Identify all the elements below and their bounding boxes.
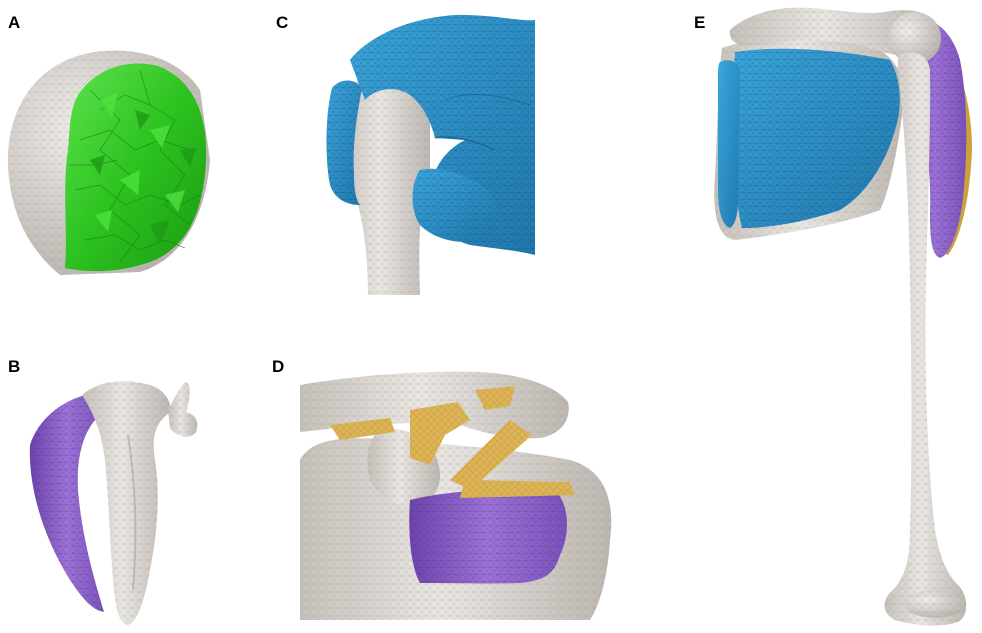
panel-c: C: [270, 0, 540, 300]
humeral-head-cartilage-figure: [7, 50, 211, 276]
panel-label-d: D: [272, 357, 285, 376]
panel-label-c: C: [276, 13, 289, 32]
shoulder-full-figure: [714, 7, 972, 626]
rotator-cuff-figure: [326, 14, 535, 295]
panel-label-e: E: [694, 13, 706, 32]
muscle-blue-strap: [718, 60, 740, 228]
shoulder-ligaments-figure: [300, 371, 612, 620]
panel-a: A: [0, 0, 260, 300]
panel-e: E: [690, 0, 982, 633]
panel-label-b: B: [8, 357, 21, 376]
panel-d: D: [270, 340, 620, 630]
cartilage-highlights: [95, 92, 185, 232]
panel-b: B: [0, 340, 260, 630]
scapula-lateral-figure: [29, 381, 198, 625]
panel-label-a: A: [8, 13, 21, 32]
